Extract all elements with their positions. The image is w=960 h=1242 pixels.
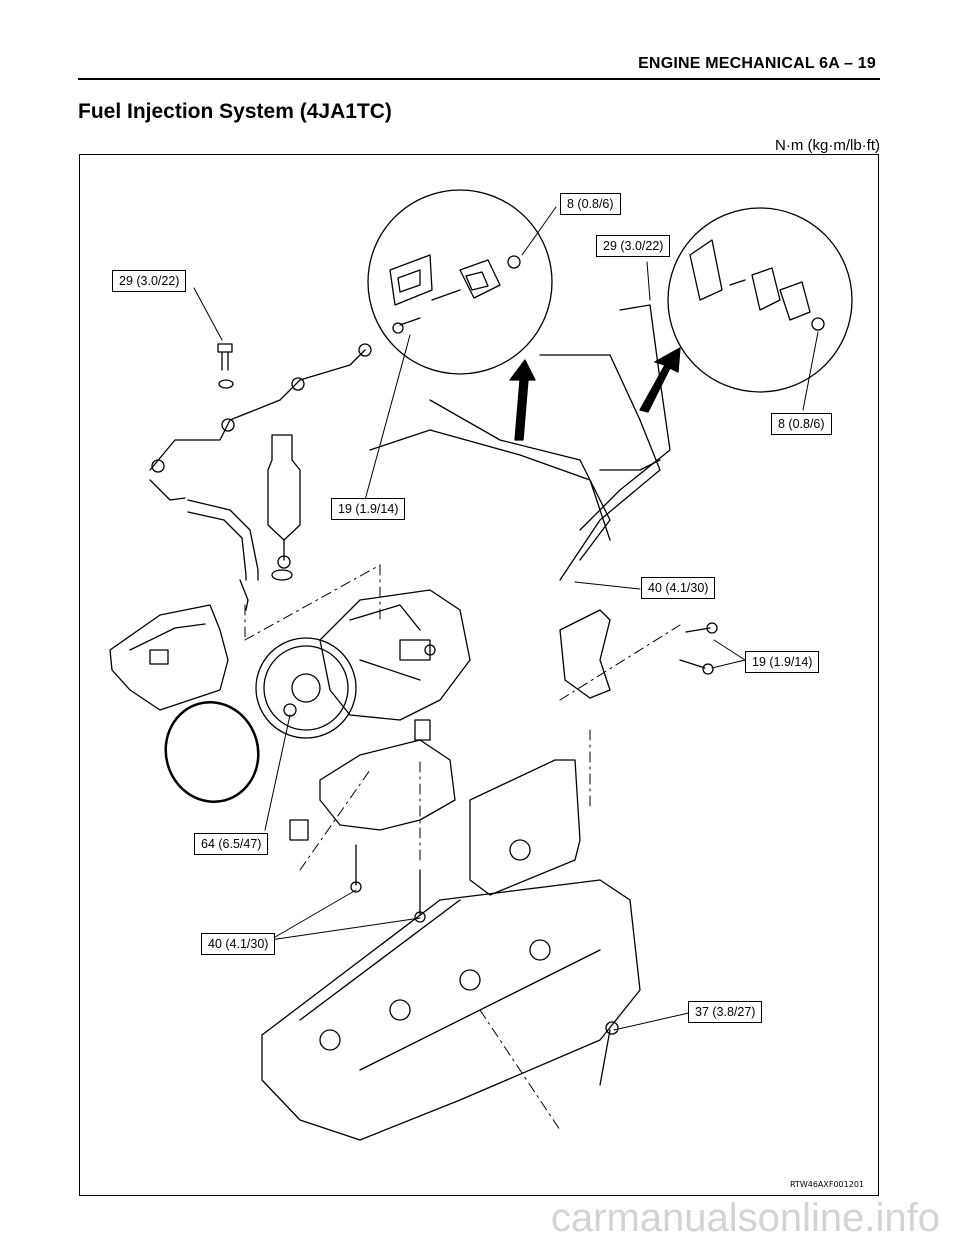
clamp-detail-right <box>689 239 825 331</box>
clamp-detail-left <box>389 254 521 334</box>
rear-bracket <box>559 609 611 699</box>
watermark: carmanualsonline.info <box>550 1196 940 1240</box>
torque-callout: 29 (3.0/22) <box>596 235 671 257</box>
torque-callout: 40 (4.1/30) <box>201 933 276 955</box>
eye-bolt <box>217 343 234 389</box>
diagram-frame <box>79 154 879 1196</box>
page-header: ENGINE MECHANICAL 6A – 19 <box>0 0 960 80</box>
torque-callout: 37 (3.8/27) <box>688 1001 763 1023</box>
leak-off-pipe <box>149 343 372 501</box>
torque-units-label: N·m (kg·m/lb·ft) <box>775 137 880 154</box>
torque-callout: 19 (1.9/14) <box>745 651 820 673</box>
cylinder-head <box>261 879 641 1141</box>
bracket-bolts <box>679 622 718 675</box>
torque-callout: 8 (0.8/6) <box>560 193 621 215</box>
phantom-lines <box>244 564 681 1131</box>
torque-callout: 19 (1.9/14) <box>331 498 406 520</box>
injection-pump <box>319 589 471 721</box>
injector <box>267 434 301 581</box>
torque-callout: 29 (3.0/22) <box>112 270 187 292</box>
figure-code: RTW46AXF001201 <box>789 1180 864 1189</box>
section-heading: ENGINE MECHANICAL 6A – 19 <box>638 55 876 72</box>
detail-circle-left <box>367 189 553 375</box>
return-hose <box>187 499 259 611</box>
pump-bracket-left <box>109 604 229 711</box>
detail-circle-right <box>667 207 853 393</box>
page-title: Fuel Injection System (4JA1TC) <box>78 100 392 123</box>
rear-cover-plate <box>469 759 581 896</box>
torque-callout: 40 (4.1/30) <box>641 577 716 599</box>
injection-pipes <box>369 304 671 581</box>
header-rule <box>78 78 880 80</box>
torque-callout: 64 (6.5/47) <box>194 833 269 855</box>
o-ring <box>164 701 260 803</box>
torque-callout: 8 (0.8/6) <box>771 413 832 435</box>
callout-leaders <box>193 206 819 1031</box>
pump-gear <box>255 637 357 739</box>
pump-lower-bracket <box>289 719 456 841</box>
section-arrows <box>509 347 681 441</box>
long-bolts <box>350 844 619 1086</box>
